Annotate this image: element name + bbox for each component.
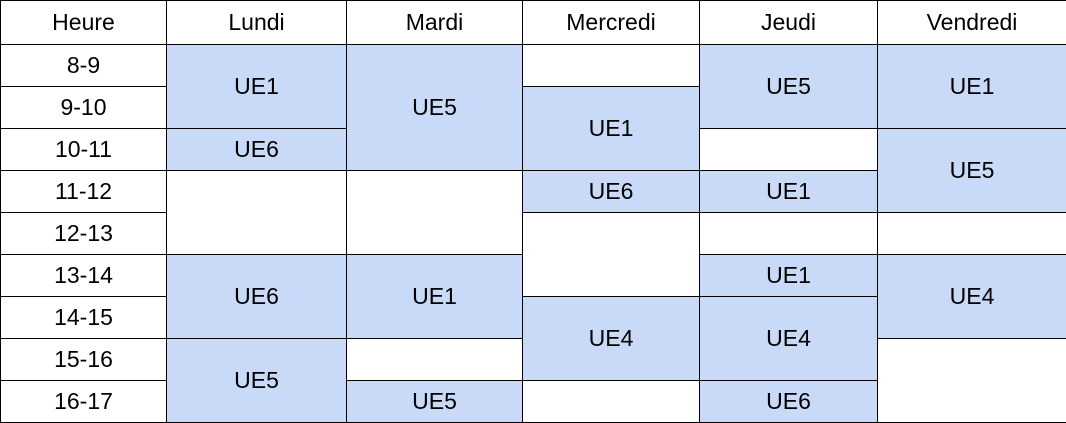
empty-cell-vendredi: [878, 339, 1066, 423]
hour-cell: 9-10: [1, 87, 167, 129]
course-cell-vendredi: UE4: [878, 255, 1066, 339]
course-cell-lundi: UE5: [167, 339, 347, 423]
course-cell-jeudi: UE6: [700, 381, 878, 423]
empty-cell-vendredi: [878, 213, 1066, 255]
table-row: 12-13: [1, 213, 1066, 255]
header-day-mardi: Mardi: [347, 1, 523, 45]
course-cell-mercredi: UE1: [523, 87, 700, 171]
course-cell-jeudi: UE4: [700, 297, 878, 381]
empty-cell-mercredi: [523, 213, 700, 297]
header-day-jeudi: Jeudi: [700, 1, 878, 45]
course-cell-mardi: UE5: [347, 45, 523, 171]
course-cell-mardi: UE1: [347, 255, 523, 339]
course-cell-lundi: UE6: [167, 129, 347, 171]
hour-cell: 12-13: [1, 213, 167, 255]
hour-cell: 15-16: [1, 339, 167, 381]
header-row: Heure Lundi Mardi Mercredi Jeudi Vendred…: [1, 1, 1066, 45]
course-cell-jeudi: UE1: [700, 255, 878, 297]
hour-cell: 10-11: [1, 129, 167, 171]
course-cell-lundi: UE1: [167, 45, 347, 129]
hour-cell: 11-12: [1, 171, 167, 213]
course-cell-mardi: UE5: [347, 381, 523, 423]
empty-cell-lundi: [167, 171, 347, 255]
header-day-mercredi: Mercredi: [523, 1, 700, 45]
hour-cell: 13-14: [1, 255, 167, 297]
course-cell-vendredi: UE5: [878, 129, 1066, 213]
empty-cell-mercredi: [523, 45, 700, 87]
course-cell-mercredi: UE4: [523, 297, 700, 381]
course-cell-jeudi: UE5: [700, 45, 878, 129]
empty-cell-jeudi: [700, 129, 878, 171]
empty-cell-mardi: [347, 339, 523, 381]
hour-cell: 14-15: [1, 297, 167, 339]
empty-cell-mercredi: [523, 381, 700, 423]
hour-cell: 16-17: [1, 381, 167, 423]
course-cell-mercredi: UE6: [523, 171, 700, 213]
empty-cell-jeudi: [700, 213, 878, 255]
hour-cell: 8-9: [1, 45, 167, 87]
header-day-lundi: Lundi: [167, 1, 347, 45]
header-hour: Heure: [1, 1, 167, 45]
empty-cell-mardi: [347, 171, 523, 255]
header-day-vendredi: Vendredi: [878, 1, 1066, 45]
course-cell-vendredi: UE1: [878, 45, 1066, 129]
course-cell-lundi: UE6: [167, 255, 347, 339]
course-cell-jeudi: UE1: [700, 171, 878, 213]
